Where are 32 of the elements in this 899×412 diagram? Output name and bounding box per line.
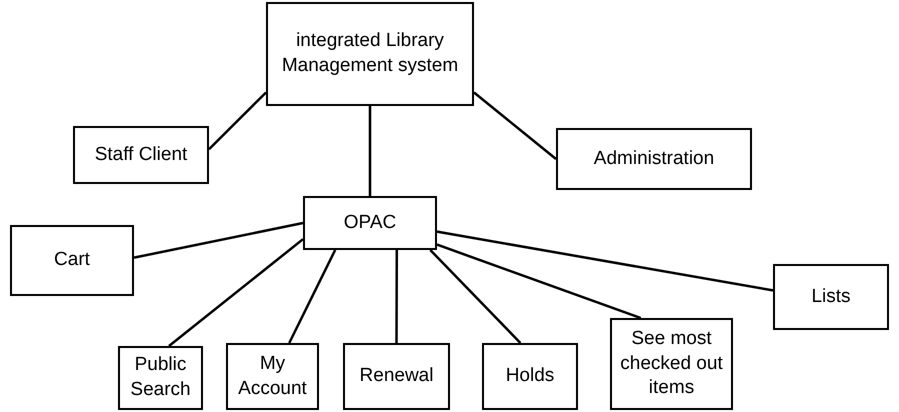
box-label: Staff Client xyxy=(94,142,188,167)
box-label: Lists xyxy=(811,284,851,309)
box-label: Cart xyxy=(54,248,90,272)
connector-line xyxy=(368,106,372,196)
connector-line xyxy=(436,230,774,292)
process-box xyxy=(73,126,209,184)
process-box xyxy=(343,343,450,410)
connector-line xyxy=(134,222,304,259)
process-box xyxy=(482,343,578,410)
connector-line xyxy=(395,250,398,343)
box-label: Renewal xyxy=(360,364,434,388)
process-box xyxy=(226,343,319,410)
box-label: Public Search xyxy=(129,353,192,402)
process-box xyxy=(610,318,733,410)
process-box xyxy=(556,128,752,190)
box-label: Holds xyxy=(506,364,554,388)
process-box xyxy=(266,2,474,106)
connector-line xyxy=(208,92,267,150)
process-box xyxy=(118,346,203,410)
connector-line xyxy=(168,238,304,347)
box-label: See most checked out items xyxy=(619,326,724,400)
process-box xyxy=(10,225,134,296)
process-box xyxy=(773,264,889,330)
box-label: Administration xyxy=(594,146,714,171)
box-label: My Account xyxy=(237,352,308,400)
connector-line xyxy=(429,249,522,344)
box-label: integrated Library Management system xyxy=(280,29,460,78)
box-label: OPAC xyxy=(344,210,396,235)
connector-line xyxy=(436,243,642,320)
connector-line xyxy=(288,249,336,344)
process-box xyxy=(303,196,437,250)
connector-line xyxy=(473,92,557,160)
